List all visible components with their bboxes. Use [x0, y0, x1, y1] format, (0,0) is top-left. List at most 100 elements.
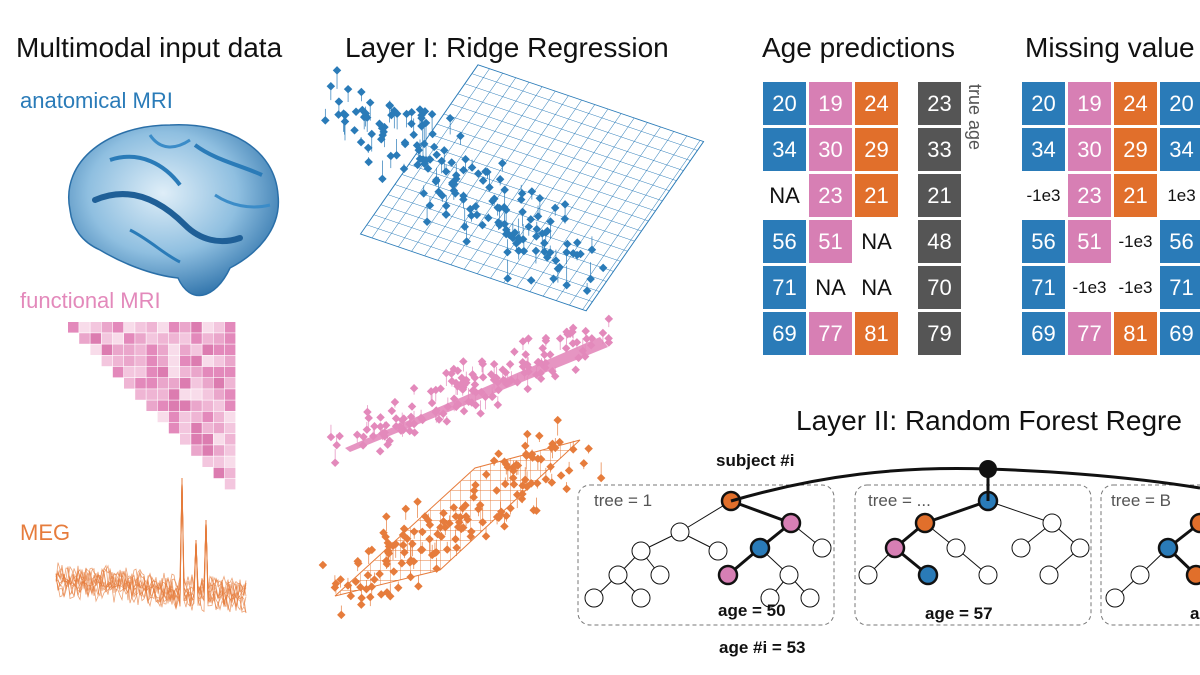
- fmri-cell: [157, 322, 169, 333]
- data-point: [417, 545, 427, 555]
- tree-node: [1130, 565, 1150, 585]
- data-point: [365, 98, 375, 107]
- data-point: [551, 443, 560, 453]
- fmri-cell: [180, 434, 191, 445]
- fmri-cell: [191, 322, 202, 333]
- data-point: [350, 126, 359, 135]
- prediction-cell: 56: [763, 220, 806, 263]
- tree-age-1: age = 50: [718, 601, 786, 620]
- data-point: [478, 518, 487, 527]
- tree-node: [760, 588, 780, 608]
- fmri-cell: [213, 389, 225, 400]
- data-point: [505, 360, 515, 369]
- data-point: [421, 118, 431, 128]
- fmri-cell: [191, 445, 202, 456]
- data-point: [357, 600, 366, 609]
- fmri-cell: [202, 411, 213, 423]
- data-point: [471, 480, 480, 490]
- prediction-cell: 71: [763, 266, 806, 309]
- data-point: [509, 480, 519, 489]
- data-point: [498, 365, 508, 375]
- root-connection: [987, 467, 1200, 490]
- data-point: [481, 392, 490, 402]
- fmri-cell: [213, 411, 225, 423]
- data-point: [518, 337, 528, 346]
- data-point: [478, 220, 487, 230]
- prediction-cell: 51: [809, 220, 852, 263]
- prediction-cell: 29: [855, 128, 898, 171]
- imputed-cell: 30: [1068, 128, 1111, 171]
- fmri-connectivity-matrix: [68, 322, 236, 490]
- fmri-cell: [191, 434, 202, 445]
- fmri-cell: [202, 378, 213, 389]
- data-point: [440, 146, 449, 155]
- tree-node: [631, 541, 651, 561]
- data-point: [541, 363, 550, 373]
- data-point: [441, 201, 451, 211]
- fmri-cell: [202, 422, 213, 434]
- data-point: [363, 570, 373, 580]
- data-point: [359, 432, 368, 442]
- data-point: [397, 415, 407, 425]
- data-point: [523, 362, 533, 372]
- meg-time-series: [55, 477, 247, 614]
- true-age-cell: 79: [918, 312, 961, 355]
- prediction-cell: NA: [815, 274, 846, 300]
- fmri-cell: [213, 445, 225, 456]
- data-point: [596, 473, 606, 483]
- data-point: [449, 186, 459, 195]
- fmri-cell: [213, 355, 225, 367]
- imputed-cell: 19: [1068, 82, 1111, 125]
- data-point: [401, 504, 411, 514]
- meg-trace: [55, 477, 247, 611]
- data-point: [367, 129, 377, 139]
- data-point: [434, 187, 443, 197]
- data-point: [400, 138, 410, 147]
- data-point: [367, 582, 377, 591]
- fmri-cell: [135, 333, 146, 344]
- fmri-cell: [101, 344, 113, 355]
- data-point: [555, 334, 565, 343]
- data-point: [492, 486, 501, 495]
- imputed-cell: 69: [1022, 312, 1065, 355]
- data-point: [390, 106, 399, 115]
- data-point: [581, 326, 590, 336]
- imputed-cell: 20: [1022, 82, 1065, 125]
- data-point: [536, 368, 545, 378]
- fmri-cell: [168, 389, 180, 400]
- data-point: [443, 402, 453, 412]
- data-point: [398, 540, 408, 550]
- tree-age-3: a: [1190, 604, 1200, 623]
- data-point: [389, 567, 399, 576]
- imputed-cell: -1e3: [1072, 277, 1107, 297]
- data-point: [434, 415, 444, 424]
- data-point: [412, 141, 422, 150]
- data-point: [376, 413, 385, 422]
- data-point: [532, 506, 541, 515]
- fmri-cell: [146, 378, 157, 389]
- fmri-cell: [213, 366, 225, 378]
- data-point: [447, 376, 457, 386]
- imputed-cell: 77: [1068, 312, 1111, 355]
- fmri-cell: [101, 333, 113, 344]
- data-point: [487, 392, 497, 401]
- data-point: [380, 428, 389, 437]
- fmri-cell: [180, 400, 191, 411]
- tree-label-3: tree = B: [1111, 491, 1172, 510]
- fmri-cell: [124, 333, 135, 344]
- data-point: [478, 359, 488, 369]
- prediction-cell: 30: [809, 128, 852, 171]
- data-point: [425, 534, 434, 544]
- data-point: [461, 501, 470, 510]
- data-point: [375, 569, 384, 579]
- fmri-cell: [213, 467, 225, 479]
- data-point: [442, 545, 452, 554]
- data-point: [366, 592, 375, 602]
- data-point: [370, 575, 379, 584]
- fmri-cell: [168, 378, 180, 389]
- data-point: [553, 415, 562, 425]
- tree-node: [708, 541, 728, 561]
- data-point: [447, 158, 456, 167]
- data-point: [414, 582, 423, 591]
- fmri-cell: [191, 400, 202, 411]
